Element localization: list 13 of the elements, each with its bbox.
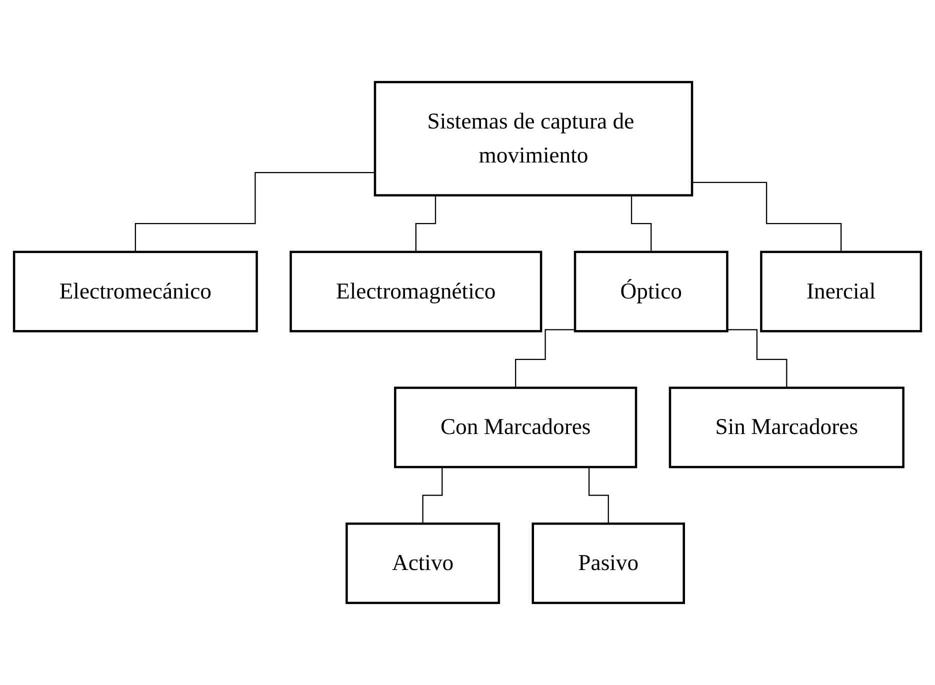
connector [134,172,375,252]
node-box: Sistemas de captura de movimiento [374,80,694,196]
node-box: Con Marcadores [394,386,638,468]
connector [515,329,576,388]
node-box: Activo [346,522,500,604]
node-box: Pasivo [532,522,685,604]
node-box: Sin Marcadores [668,386,904,468]
node-box: Óptico [574,250,728,332]
node-box: Electromagnético [290,250,542,332]
node-box: Inercial [760,250,922,332]
connector [727,329,788,388]
connector [692,182,842,252]
node-box: Electromecánico [12,250,258,332]
